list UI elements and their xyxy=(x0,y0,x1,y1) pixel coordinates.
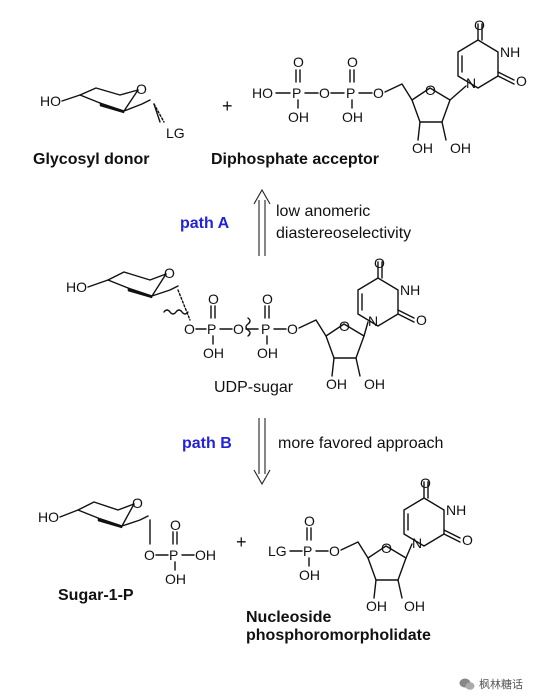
o-label: O xyxy=(416,312,427,328)
path-a-label: path A xyxy=(180,215,230,232)
nh-label: NH xyxy=(446,502,466,518)
glycosidic-o-label: O xyxy=(144,547,155,563)
oh-label: OH xyxy=(203,345,224,361)
ribose-o-label: O xyxy=(425,82,436,98)
p-label: P xyxy=(169,547,178,563)
o-label: O xyxy=(374,255,385,271)
nh-label: NH xyxy=(500,44,520,60)
path-b-note: more favored approach xyxy=(278,435,443,452)
oh-label: OH xyxy=(195,547,216,563)
path-a-arrow xyxy=(253,188,271,256)
o5-label: O xyxy=(373,85,384,101)
oh-label: OH xyxy=(366,598,387,614)
ring-oxygen-label: O xyxy=(132,495,143,511)
glycosyl-donor-structure: HO O LG xyxy=(40,81,185,141)
p2-label: P xyxy=(261,321,270,337)
bridge-o-label: O xyxy=(233,321,244,337)
p1-label: P xyxy=(207,321,216,337)
wechat-icon xyxy=(459,678,475,691)
n1-label: N xyxy=(412,535,422,551)
o-label: O xyxy=(516,73,527,89)
nh-label: NH xyxy=(400,282,420,298)
o5-label: O xyxy=(287,321,298,337)
ho-label: HO xyxy=(38,509,59,525)
p2-label: P xyxy=(346,85,355,101)
ho-label: HO xyxy=(66,279,87,295)
udp-sugar-caption: UDP-sugar xyxy=(214,379,294,396)
oh-label: OH xyxy=(165,571,186,587)
oh-label: OH xyxy=(412,140,433,156)
o-label: O xyxy=(474,17,485,33)
p-label: P xyxy=(303,543,312,559)
ribose-o-label: O xyxy=(381,540,392,556)
watermark-text: 枫林糖话 xyxy=(479,679,523,691)
n1-label: N xyxy=(466,75,476,91)
ring-oxygen-label: O xyxy=(164,265,175,281)
o-label: O xyxy=(170,517,181,533)
udp-sugar-structure: HO O O P O OH O P O OH O O OH OH N xyxy=(66,255,427,392)
nucleoside-caption-line2: phosphoromorpholidate xyxy=(246,627,431,644)
glycosidic-o-label: O xyxy=(184,321,195,337)
ribose-o-label: O xyxy=(339,318,350,334)
path-a-note-line1: low anomeric xyxy=(276,203,370,220)
path-a-note-line2: diastereoselectivity xyxy=(276,225,411,242)
path-b-label: path B xyxy=(182,435,232,452)
sugar-1-p-caption: Sugar-1-P xyxy=(58,587,134,604)
o-label: O xyxy=(347,54,358,70)
oh-label: OH xyxy=(404,598,425,614)
o-label: O xyxy=(304,513,315,529)
plus-sign-bottom: + xyxy=(236,532,247,552)
bridge-o-label: O xyxy=(319,85,330,101)
ho-label: HO xyxy=(40,93,61,109)
nucleoside-phosphoromorpholidate-structure: LG P O OH O O OH OH N O NH O xyxy=(268,475,473,614)
diphosphate-acceptor-caption: Diphosphate acceptor xyxy=(211,151,379,168)
diphosphate-acceptor-structure: HO P O OH O P O OH O O OH OH N O NH O xyxy=(252,17,527,156)
n1-label: N xyxy=(368,313,378,329)
oh-label: OH xyxy=(450,140,471,156)
oh-label: OH xyxy=(326,376,347,392)
oh-label: OH xyxy=(299,567,320,583)
lg-label: LG xyxy=(166,125,185,141)
plus-sign-top: + xyxy=(222,96,233,116)
ring-oxygen-label: O xyxy=(136,81,147,97)
watermark: 枫林糖话 xyxy=(459,676,523,692)
o-label: O xyxy=(293,54,304,70)
o-label: O xyxy=(208,291,219,307)
o5-label: O xyxy=(329,543,340,559)
o-label: O xyxy=(462,532,473,548)
o-label: O xyxy=(420,475,431,491)
oh-label: OH xyxy=(342,109,363,125)
nucleoside-caption-line1: Nucleoside xyxy=(246,609,331,626)
p1-label: P xyxy=(292,85,301,101)
ho-label: HO xyxy=(252,85,273,101)
sugar-1-p-structure: HO O O P O OH OH xyxy=(38,495,216,587)
path-b-arrow xyxy=(253,418,271,486)
oh-label: OH xyxy=(288,109,309,125)
o-label: O xyxy=(262,291,273,307)
oh-label: OH xyxy=(364,376,385,392)
lg-label: LG xyxy=(268,543,287,559)
oh-label: OH xyxy=(257,345,278,361)
glycosyl-donor-caption: Glycosyl donor xyxy=(33,151,149,168)
